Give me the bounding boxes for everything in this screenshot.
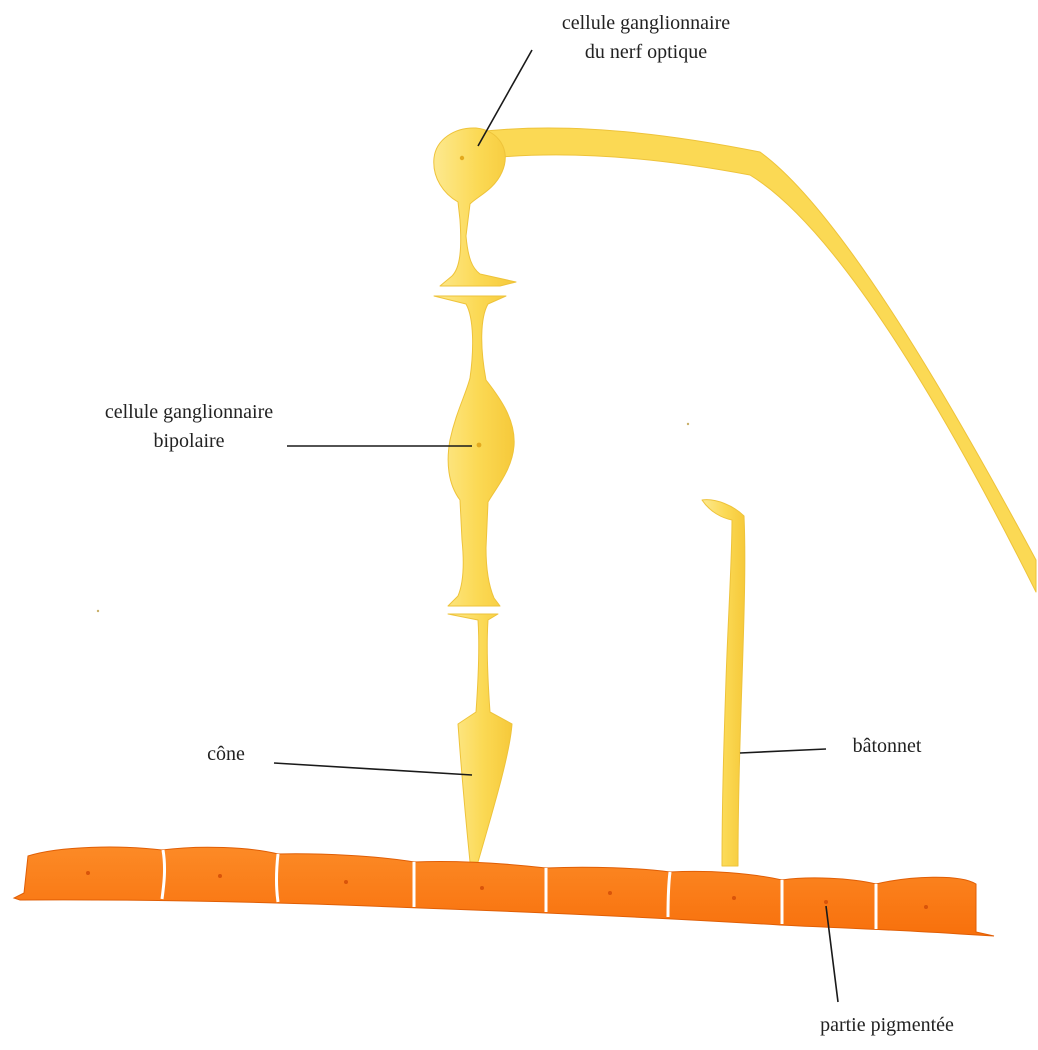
optic-ganglion-soma xyxy=(434,128,516,286)
pigment-nucleus xyxy=(824,900,828,904)
pigment-epithelium xyxy=(14,847,994,936)
label-bipolar-line2: bipolaire xyxy=(153,430,224,452)
leader-rod xyxy=(740,749,826,753)
label-optic-ganglion-line1: cellule ganglionnaire xyxy=(562,12,730,34)
label-rod: bâtonnet xyxy=(853,735,922,757)
rod-cell xyxy=(702,500,745,866)
rod-photoreceptor xyxy=(702,500,745,866)
pigment-nucleus xyxy=(480,886,484,890)
cone-photoreceptor xyxy=(448,614,512,862)
pigment-nucleus xyxy=(218,874,222,878)
bipolar-nucleus xyxy=(477,443,482,448)
label-pigment: partie pigmentée xyxy=(820,1014,954,1036)
leader-cone xyxy=(274,763,472,775)
bipolar-cell-body xyxy=(434,296,514,606)
pigment-nucleus xyxy=(924,905,928,909)
speckle xyxy=(687,423,689,425)
label-cone: cône xyxy=(207,743,245,765)
speckle xyxy=(97,610,99,612)
pigment-nucleus xyxy=(344,880,348,884)
label-optic-ganglion-line2: du nerf optique xyxy=(585,41,707,63)
optic-nerve-axon xyxy=(478,128,1036,592)
bipolar-cell xyxy=(434,296,514,606)
label-bipolar-line1: cellule ganglionnaire xyxy=(105,401,273,423)
cone-cell xyxy=(448,614,512,862)
pigment-nucleus xyxy=(608,891,612,895)
pigment-cell-boundary xyxy=(277,854,279,902)
optic-ganglion-nucleus xyxy=(460,156,464,160)
pigment-nucleus xyxy=(86,871,90,875)
pigment-nucleus xyxy=(732,896,736,900)
pigment-layer xyxy=(14,847,994,936)
